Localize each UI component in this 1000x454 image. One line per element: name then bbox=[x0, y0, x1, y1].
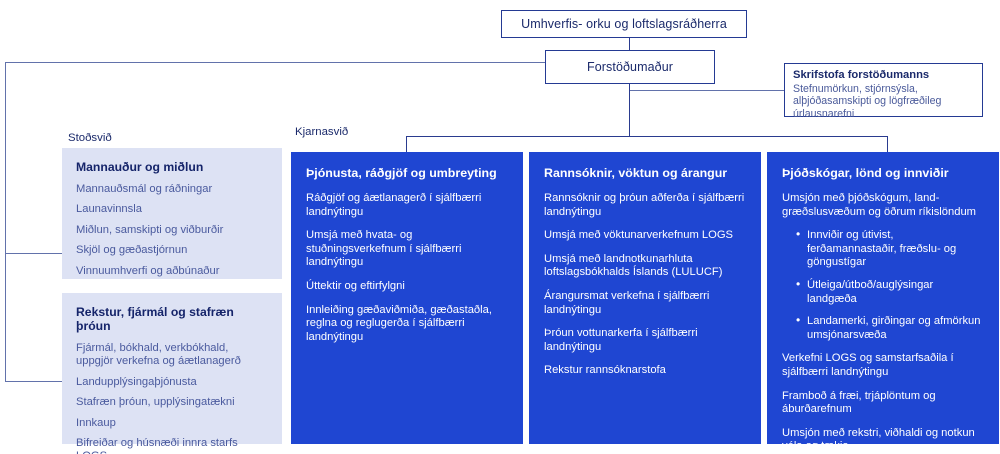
core-unit-list: Ráðgjöf og áætlanagerð í sjálfbærri land… bbox=[306, 192, 509, 344]
list-item: Fjármál, bókhald, verkbókhald, uppgjör v… bbox=[76, 342, 241, 368]
list-item: Innviðir og útivist, ferðamannastaðir, f… bbox=[796, 228, 985, 270]
connector-core-bus bbox=[406, 136, 888, 137]
core-unit-thjodskogar[interactable]: Þjóðskógar, lönd og innviðir Umsjón með … bbox=[767, 152, 999, 452]
list-item: Mannauðsmál og ráðningar bbox=[76, 183, 213, 195]
connector-core-drop-1 bbox=[406, 136, 407, 152]
list-item: Árangursmat verkefna í sjálfbærri landný… bbox=[544, 289, 710, 316]
list-item: Framboð á fræi, trjáplöntum og áburðaref… bbox=[782, 389, 936, 416]
core-unit-list: Rannsóknir og þróun aðferða í sjálfbærri… bbox=[544, 192, 747, 378]
list-item: Þróun vottunarkerfa í sjálfbærri landnýt… bbox=[544, 327, 698, 353]
list-item: Innleiðing gæðaviðmiða, gæðastaðla, regl… bbox=[306, 303, 492, 343]
connector-director-down bbox=[629, 84, 630, 136]
list-item: Bifreiðar og húsnæði innra starfs LOGS bbox=[76, 437, 238, 454]
list-item: Vinnuumhverfi og aðbúnaður bbox=[76, 264, 220, 277]
list-item: Útleiga/útboð/auglýsingar landgæða bbox=[796, 278, 985, 306]
connector-support-branch-1 bbox=[5, 253, 67, 254]
core-unit-title: Þjóðskógar, lönd og innviðir bbox=[782, 166, 949, 180]
core-unit-rannsoknir[interactable]: Rannsóknir, vöktun og árangur Rannsóknir… bbox=[529, 152, 761, 444]
core-unit-list: Umsjón með þjóðskógum, land-græðslusvæðu… bbox=[782, 192, 985, 219]
list-item: Ráðgjöf og áætlanagerð í sjálfbærri land… bbox=[306, 192, 482, 218]
connector-director-left-arm bbox=[5, 62, 545, 63]
list-item: Umsjón með þjóðskógum, land-græðslusvæðu… bbox=[782, 192, 976, 218]
list-item: Verkefni LOGS og samstarfsaðila í sjálfb… bbox=[782, 352, 954, 378]
list-item: Skjöl og gæðastjórnun bbox=[76, 244, 188, 257]
minister-label: Umhverfis- orku og loftslagsráðherra bbox=[521, 17, 727, 31]
list-item: Rannsóknir og þróun aðferða í sjálfbærri… bbox=[544, 192, 745, 218]
list-item: Umsjá með vöktunarverkefnum LOGS bbox=[544, 229, 734, 242]
director-box[interactable]: Forstöðumaður bbox=[545, 50, 715, 84]
connector-director-to-secretariat bbox=[629, 90, 784, 91]
secretariat-box[interactable]: Skrifstofa forstöðumanns Stefnumörkun, s… bbox=[784, 63, 983, 120]
connector-minister-to-director bbox=[629, 38, 630, 50]
support-unit-list: Fjármál, bókhald, verkbókhald, uppgjör v… bbox=[76, 342, 268, 454]
secretariat-title: Skrifstofa forstöðumanns bbox=[793, 69, 930, 81]
list-item: Landupplýsingaþjónusta bbox=[76, 375, 197, 388]
core-unit-thjonusta[interactable]: Þjónusta, ráðgjöf og umbreyting Ráðgjöf … bbox=[291, 152, 523, 444]
list-item: Umsjá með hvata- og stuðningsverkefnum í… bbox=[306, 229, 462, 269]
list-item: Innkaup bbox=[76, 416, 116, 429]
list-item: Rekstur rannsóknarstofa bbox=[544, 364, 666, 377]
secretariat-description: Stefnumörkun, stjórnsýsla, alþjóðasamski… bbox=[793, 83, 942, 120]
list-item: Launavinnsla bbox=[76, 203, 142, 216]
support-unit-mannaudur[interactable]: Mannauður og miðlun Mannauðsmál og ráðni… bbox=[62, 148, 282, 279]
caption-core: Kjarnasvið bbox=[295, 126, 349, 138]
list-item: Úttektir og eftirfylgni bbox=[306, 279, 405, 292]
connector-left-trunk bbox=[5, 62, 6, 382]
minister-box[interactable]: Umhverfis- orku og loftslagsráðherra bbox=[501, 10, 747, 38]
list-item: Stafræn þróun, upplýsingatækni bbox=[76, 396, 235, 409]
list-item: Umsjón með rekstri, viðhaldi og notkun v… bbox=[782, 426, 975, 453]
caption-support: Stoðsvið bbox=[68, 132, 112, 144]
support-unit-rekstur[interactable]: Rekstur, fjármál og stafræn þróun Fjármá… bbox=[62, 293, 282, 454]
core-unit-bullet-list: Innviðir og útivist, ferðamannastaðir, f… bbox=[782, 228, 985, 342]
core-unit-title: Þjónusta, ráðgjöf og umbreyting bbox=[306, 166, 497, 180]
list-item: Miðlun, samskipti og viðburðir bbox=[76, 223, 224, 236]
connector-support-branch-2 bbox=[5, 381, 67, 382]
core-unit-list-after: Verkefni LOGS og samstarfsaðila í sjálfb… bbox=[782, 352, 985, 454]
director-label: Forstöðumaður bbox=[586, 60, 674, 74]
list-item: Umsjá með landnotkunarhluta loftslagsbók… bbox=[544, 252, 723, 279]
support-unit-title: Rekstur, fjármál og stafræn þróun bbox=[76, 305, 234, 333]
connector-core-drop-3 bbox=[887, 136, 888, 152]
core-unit-title: Rannsóknir, vöktun og árangur bbox=[544, 166, 728, 180]
support-unit-title: Mannauður og miðlun bbox=[76, 160, 204, 174]
list-item: Landamerki, girðingar og afmörkun umsjón… bbox=[796, 314, 985, 342]
